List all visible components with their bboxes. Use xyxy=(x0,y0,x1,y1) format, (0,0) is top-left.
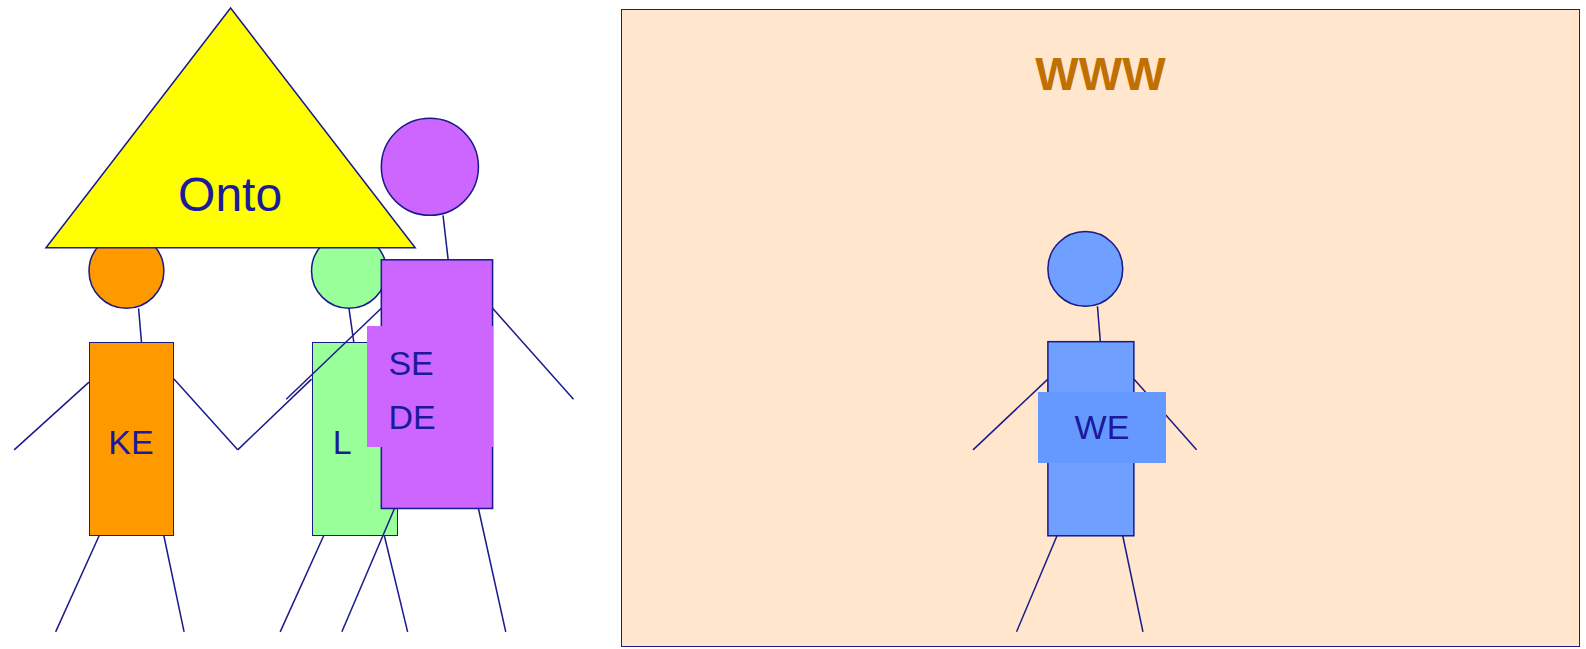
leg xyxy=(384,536,407,632)
arm xyxy=(14,382,89,450)
leg xyxy=(280,536,323,632)
figure-body: KE xyxy=(89,342,174,536)
node-label: WE xyxy=(1075,408,1130,447)
ontology-triangle: Onto xyxy=(46,8,415,248)
role-label: SE DE xyxy=(367,326,492,447)
neck xyxy=(443,215,449,268)
leg xyxy=(56,536,99,632)
leg xyxy=(164,536,184,632)
web-area: WWW WE xyxy=(621,9,1580,647)
neck xyxy=(139,308,142,343)
node-label: Onto xyxy=(178,167,282,222)
node-label: SE DE xyxy=(388,336,450,444)
arm xyxy=(174,379,238,450)
arm xyxy=(238,379,312,450)
node-label: KE xyxy=(108,423,153,462)
node-label: L xyxy=(333,423,352,462)
head xyxy=(381,118,478,215)
leg xyxy=(478,508,505,631)
neck xyxy=(349,308,354,343)
node-label: WWW xyxy=(1035,47,1165,101)
arm xyxy=(493,308,574,399)
role-label: WE xyxy=(1038,392,1166,463)
triangle-shape xyxy=(46,8,415,248)
